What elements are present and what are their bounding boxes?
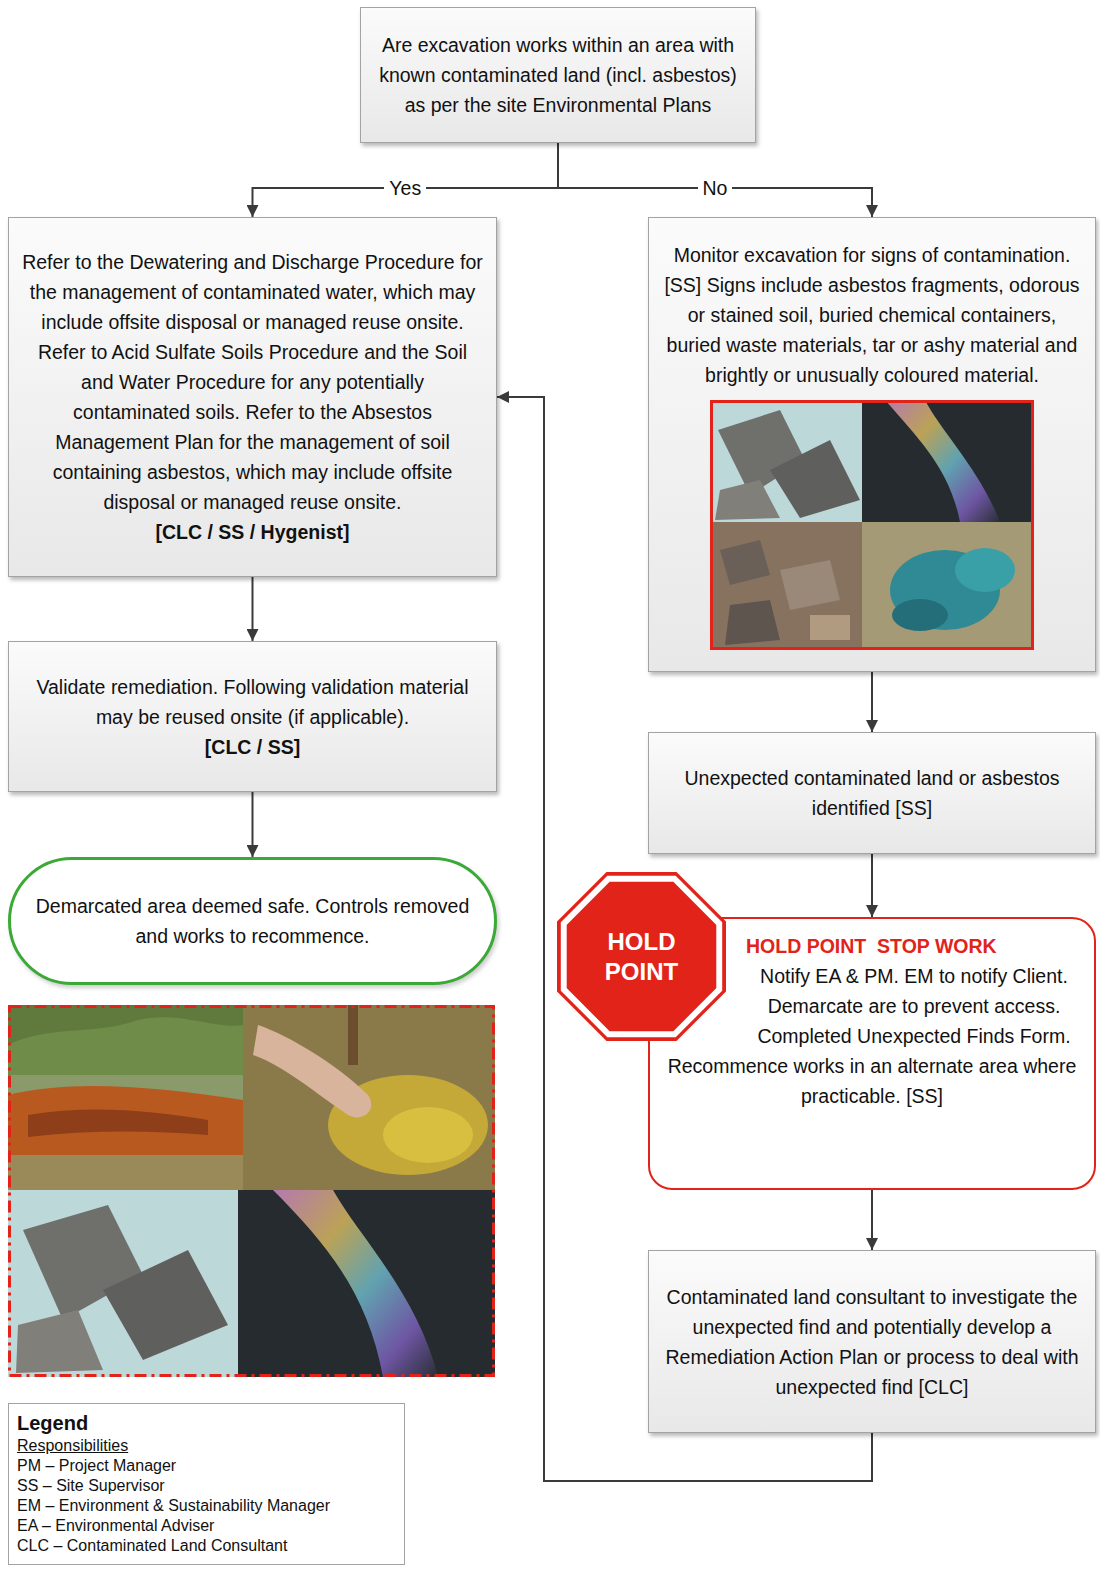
node-subtext: [CLC / SS / Hygenist] <box>156 517 350 547</box>
photo-frame <box>10 1007 494 1376</box>
legend-text: EA – Environmental Adviser <box>17 1516 214 1536</box>
legend-text: CLC – Contaminated Land Consultant <box>17 1536 287 1556</box>
legend-box: LegendResponsibilitiesPM – Project Manag… <box>8 1403 405 1565</box>
legend-heading: Responsibilities <box>17 1436 394 1456</box>
photo-oily-soil <box>862 400 1034 522</box>
process-box: Unexpected contaminated land or asbestos… <box>648 732 1096 854</box>
flow-arrow <box>871 854 873 917</box>
process-box: Monitor excavation for signs of contamin… <box>648 217 1096 672</box>
photo-asbestos <box>710 400 862 522</box>
photo-orange-water <box>8 1005 243 1190</box>
terminal-box: Demarcated area deemed safe. Controls re… <box>8 857 497 985</box>
node-text: Monitor excavation for signs of contamin… <box>661 240 1083 390</box>
legend-row: CLC – Contaminated Land Consultant <box>17 1536 394 1556</box>
node-text: Contaminated land consultant to investig… <box>661 1282 1083 1402</box>
node-text: Refer to the Dewatering and Discharge Pr… <box>21 247 484 517</box>
edge-label: No <box>698 176 733 200</box>
process-box: Validate remediation. Following validati… <box>8 641 497 792</box>
photo-asbestos <box>8 1190 238 1377</box>
node-text: Validate remediation. Following validati… <box>21 672 484 732</box>
node-text: Unexpected contaminated land or asbestos… <box>661 763 1083 823</box>
flow-arrow <box>252 577 254 641</box>
photo-yellow-soil <box>243 1005 495 1190</box>
node-subtext: [CLC / SS] <box>205 732 300 762</box>
node-text: Are excavation works within an area with… <box>373 30 743 120</box>
flow-arrow <box>253 143 559 217</box>
flow-arrow <box>871 1190 873 1250</box>
contamination-photos <box>710 400 1034 650</box>
legend-text: EM – Environment & Sustainability Manage… <box>17 1496 330 1516</box>
node-text: HOLD POINT <box>587 927 697 987</box>
photo-blue-chemical <box>862 522 1034 650</box>
flow-arrow <box>252 792 254 857</box>
flow-arrow <box>558 143 872 217</box>
legend-text: PM – Project Manager <box>17 1456 176 1476</box>
octagon-ring <box>564 879 719 1034</box>
node-text: Demarcated area deemed safe. Controls re… <box>23 891 482 951</box>
legend-text: SS – Site Supervisor <box>17 1476 165 1496</box>
legend-title: Legend <box>17 1410 394 1436</box>
photo-rubble <box>710 522 862 650</box>
decision-box: Are excavation works within an area with… <box>360 7 756 143</box>
photo-frame <box>712 401 1033 648</box>
process-box: Contaminated land consultant to investig… <box>648 1250 1096 1433</box>
photo-oily-soil <box>238 1190 495 1377</box>
octagon-fill <box>557 872 726 1041</box>
legend-row: SS – Site Supervisor <box>17 1476 394 1496</box>
edge-label: Yes <box>384 176 426 200</box>
process-box: Refer to the Dewatering and Discharge Pr… <box>8 217 497 577</box>
legend-row: PM – Project Manager <box>17 1456 394 1476</box>
legend-row: EA – Environmental Adviser <box>17 1516 394 1536</box>
contamination-photos <box>8 1005 495 1377</box>
hold-point-octagon: HOLD POINT <box>557 872 726 1041</box>
octagon-shape <box>557 872 726 1041</box>
flow-arrow <box>871 672 873 732</box>
legend-row: EM – Environment & Sustainability Manage… <box>17 1496 394 1516</box>
